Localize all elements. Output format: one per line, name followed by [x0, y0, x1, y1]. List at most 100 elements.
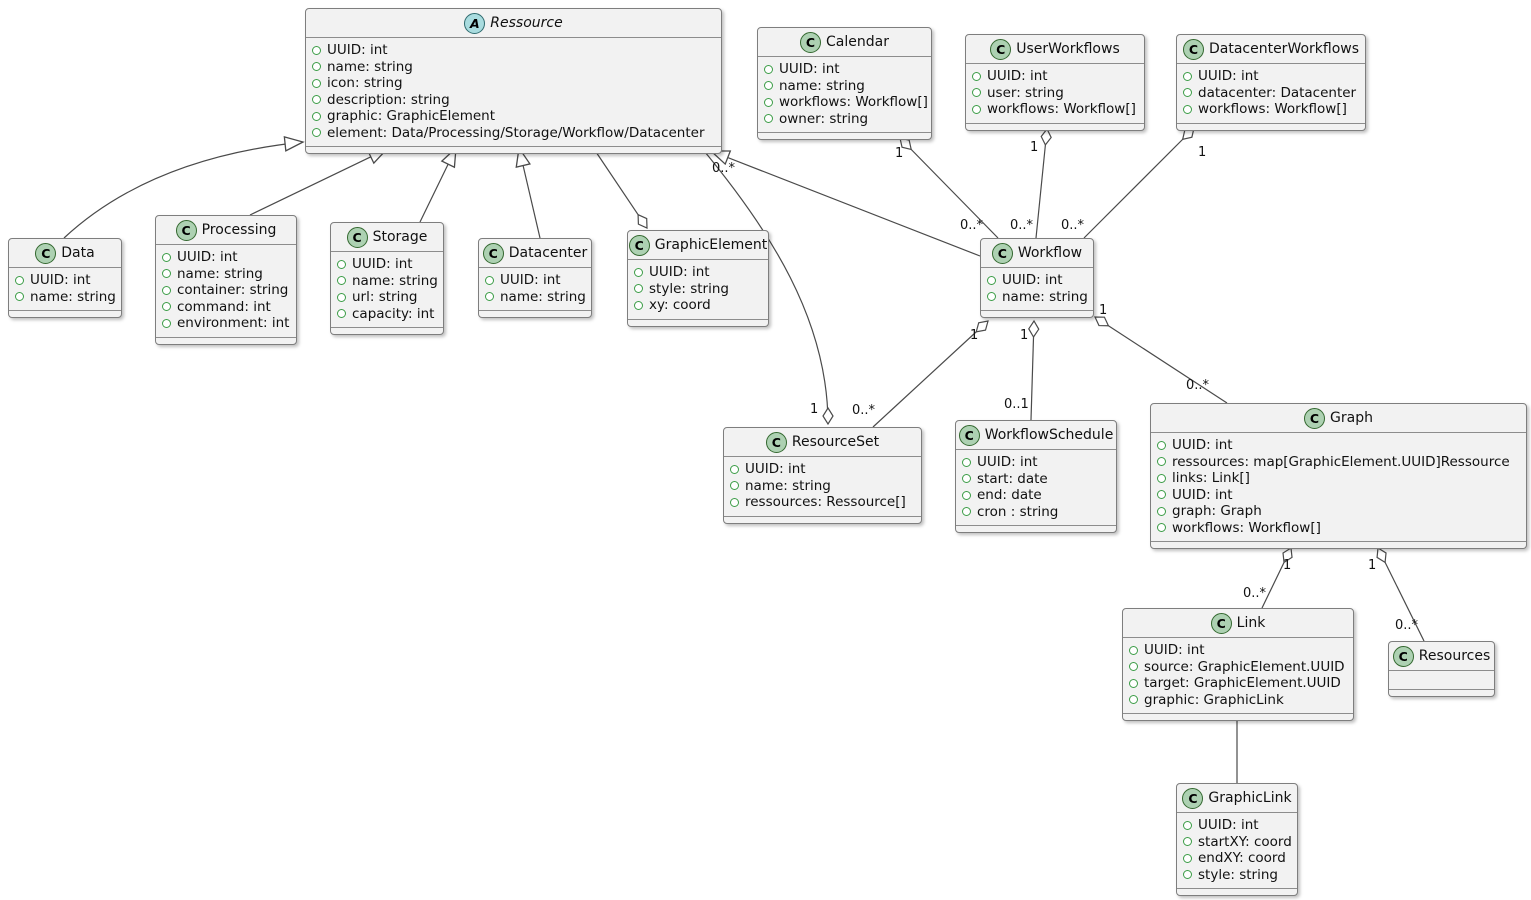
attribute-text: style: string — [649, 280, 729, 297]
attribute-text: cron : string — [977, 503, 1059, 520]
attribute-row: url: string — [337, 289, 435, 306]
multiplicity-label: 0..* — [1186, 378, 1210, 393]
attribute-row: graphic: GraphicLink — [1129, 692, 1345, 709]
class-icon: C — [346, 226, 368, 248]
field-visibility-icon — [1129, 662, 1138, 672]
attribute-row: name: string — [987, 289, 1088, 306]
attribute-row: UUID: int — [1157, 487, 1518, 504]
attribute-text: xy: coord — [649, 297, 711, 313]
attribute-text: UUID: int — [1172, 437, 1233, 453]
edge-workflow-to-calendar — [900, 138, 999, 239]
attribute-row: workflows: Workflow[] — [1183, 101, 1357, 118]
attribute-row: start: date — [962, 471, 1108, 488]
multiplicity-label: 1 — [1198, 145, 1206, 160]
attribute-row: UUID: int — [972, 68, 1136, 85]
attribute-text: startXY: coord — [1198, 833, 1292, 850]
class-title: ResourceSet — [791, 434, 880, 450]
class-icon: C — [628, 234, 650, 256]
attribute-row: xy: coord — [634, 297, 760, 314]
field-visibility-icon — [962, 474, 971, 484]
attribute-text: name: string — [30, 288, 116, 305]
class-icon: C — [990, 38, 1012, 60]
attribute-row: icon: string — [312, 75, 713, 92]
multiplicity-label: 0..* — [1243, 586, 1267, 601]
class-methods-compartment — [1177, 889, 1297, 895]
attribute-text: name: string — [352, 272, 438, 289]
attribute-text: style: string — [1198, 866, 1278, 883]
field-visibility-icon — [987, 292, 996, 302]
field-visibility-icon — [972, 104, 981, 114]
attribute-row: ressources: map[GraphicElement.UUID]Ress… — [1157, 454, 1518, 471]
attribute-text: icon: string — [327, 75, 403, 91]
multiplicity-label: 1 — [1283, 558, 1291, 573]
attribute-text: end: date — [977, 487, 1042, 503]
field-visibility-icon — [1183, 88, 1192, 98]
attribute-row: ressources: Ressource[] — [730, 494, 913, 511]
attribute-row: command: int — [162, 299, 288, 316]
field-visibility-icon — [962, 457, 971, 467]
attribute-row: UUID: int — [764, 61, 923, 78]
class-icon: C — [800, 31, 822, 53]
attribute-row: UUID: int — [634, 264, 760, 281]
attribute-text: ressources: map[GraphicElement.UUID]Ress… — [1172, 453, 1510, 470]
attribute-row: workflows: Workflow[] — [764, 94, 928, 111]
edge-processing-to-ressource — [249, 148, 389, 216]
attribute-text: command: int — [177, 298, 271, 315]
multiplicity-label: 1 — [970, 328, 978, 343]
field-visibility-icon — [312, 111, 321, 121]
field-visibility-icon — [162, 285, 171, 295]
attribute-row: environment: int — [162, 315, 290, 332]
attribute-text: environment: int — [177, 315, 290, 331]
attribute-text: url: string — [352, 289, 418, 305]
abstract-class-icon: A — [464, 12, 486, 34]
field-visibility-icon — [1183, 820, 1192, 830]
attribute-row: UUID: int — [485, 272, 583, 289]
attribute-row: user: string — [972, 85, 1136, 102]
class-methods-compartment — [156, 338, 296, 344]
attribute-text: name: string — [177, 265, 263, 282]
edge-workflow-to-ressource — [709, 150, 981, 257]
class-title: WorkflowSchedule — [984, 427, 1114, 443]
attribute-text: graph: Graph — [1172, 503, 1262, 519]
attribute-row: name: string — [730, 478, 913, 495]
class-attributes — [1389, 671, 1494, 690]
class-icon: C — [765, 431, 787, 453]
attribute-row: name: string — [764, 78, 923, 95]
field-visibility-icon — [337, 292, 346, 302]
attribute-text: UUID: int — [177, 249, 238, 265]
field-visibility-icon — [764, 97, 773, 107]
attribute-row: UUID: int — [337, 256, 435, 273]
multiplicity-label: 0..* — [852, 403, 876, 418]
class-title: Datacenter — [508, 245, 588, 261]
attribute-row: description: string — [312, 92, 713, 109]
attribute-text: UUID: int — [30, 272, 91, 288]
field-visibility-icon — [1183, 837, 1192, 847]
class-methods-compartment — [724, 517, 921, 523]
attribute-text: name: string — [779, 77, 865, 94]
edge-workflow-to-datacenterworkflows — [1083, 128, 1194, 239]
multiplicity-label: 1 — [810, 402, 818, 417]
class-title: GraphicLink — [1208, 790, 1292, 806]
field-visibility-icon — [15, 275, 24, 285]
attribute-row: cron : string — [962, 504, 1108, 521]
attribute-text: ressources: Ressource[] — [745, 494, 906, 510]
